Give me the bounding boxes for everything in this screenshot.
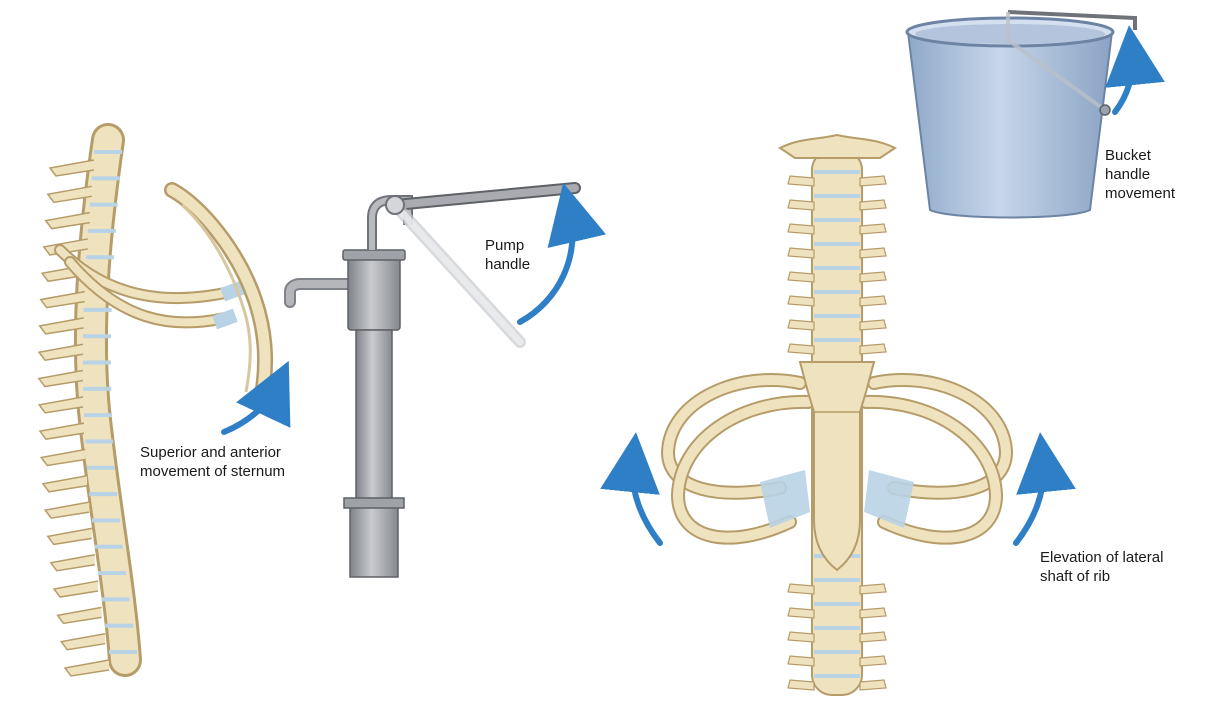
- intervertebral-disc: [814, 290, 860, 294]
- transverse-process: [788, 296, 814, 306]
- spinous-process: [43, 476, 87, 492]
- transverse-process: [860, 608, 886, 618]
- spinous-process: [65, 660, 109, 676]
- intervertebral-disc: [102, 597, 130, 601]
- intervertebral-disc: [98, 571, 126, 575]
- transverse-process: [788, 584, 814, 594]
- transverse-process: [860, 176, 886, 186]
- rib-elevation-arrow-right: [1016, 462, 1043, 543]
- water-pump: [290, 200, 408, 577]
- transverse-process: [788, 176, 814, 186]
- intervertebral-disc: [109, 650, 137, 654]
- intervertebral-disc: [94, 150, 122, 154]
- intervertebral-disc: [83, 387, 111, 391]
- pump-handle: [386, 188, 575, 342]
- transverse-process: [788, 200, 814, 210]
- spinous-process: [41, 449, 85, 465]
- intervertebral-disc: [88, 229, 116, 233]
- intervertebral-disc: [92, 176, 120, 180]
- rib-elevation-label: Elevation of lateral shaft of rib: [1040, 548, 1163, 586]
- intervertebral-disc: [83, 334, 111, 338]
- intervertebral-disc: [814, 242, 860, 246]
- spinous-process: [39, 397, 83, 413]
- intervertebral-disc: [814, 650, 860, 654]
- intervertebral-disc: [814, 218, 860, 222]
- spinous-process: [54, 581, 98, 597]
- transverse-process: [860, 632, 886, 642]
- transverse-process: [860, 584, 886, 594]
- intervertebral-disc: [84, 413, 112, 417]
- intervertebral-disc: [814, 266, 860, 270]
- intervertebral-disc: [814, 338, 860, 342]
- spinous-process: [45, 502, 89, 518]
- lateral-vertebral-column: [39, 140, 137, 676]
- transverse-process: [860, 248, 886, 258]
- intervertebral-disc: [814, 602, 860, 606]
- transverse-process: [860, 656, 886, 666]
- intervertebral-disc: [814, 674, 860, 678]
- transverse-process: [860, 296, 886, 306]
- intervertebral-disc: [85, 439, 113, 443]
- intervertebral-disc: [83, 361, 111, 365]
- intervertebral-disc: [814, 578, 860, 582]
- intervertebral-disc: [814, 194, 860, 198]
- intervertebral-disc: [90, 203, 118, 207]
- transverse-process: [860, 320, 886, 330]
- spinous-process: [61, 634, 105, 650]
- rib-elevation-arrow-left: [633, 462, 660, 543]
- transverse-process: [860, 200, 886, 210]
- intervertebral-disc: [814, 170, 860, 174]
- intervertebral-disc: [814, 314, 860, 318]
- intervertebral-disc: [86, 255, 114, 259]
- intervertebral-disc: [105, 624, 133, 628]
- intervertebral-disc: [92, 518, 120, 522]
- bucket: [907, 18, 1113, 218]
- transverse-process: [788, 320, 814, 330]
- bucket-handle-label: Bucket handle movement: [1105, 146, 1175, 203]
- transverse-process: [788, 248, 814, 258]
- intervertebral-disc: [89, 492, 117, 496]
- transverse-process: [788, 272, 814, 282]
- transverse-process: [788, 656, 814, 666]
- transverse-process: [788, 224, 814, 234]
- sternum-movement-label: Superior and anterior movement of sternu…: [140, 443, 285, 481]
- intervertebral-disc: [814, 626, 860, 630]
- spinous-process: [40, 423, 84, 439]
- intervertebral-disc: [84, 308, 112, 312]
- spinous-process: [51, 555, 95, 571]
- intervertebral-disc: [95, 545, 123, 549]
- bucket-handle-arrow: [1115, 55, 1132, 112]
- transverse-process: [788, 632, 814, 642]
- spinous-process: [48, 528, 92, 544]
- pump-handle-label: Pump handle: [485, 236, 530, 274]
- transverse-process: [860, 272, 886, 282]
- transverse-process: [788, 680, 814, 690]
- transverse-process: [788, 344, 814, 354]
- intervertebral-disc: [87, 466, 115, 470]
- spinous-process: [58, 607, 102, 623]
- transverse-process: [860, 344, 886, 354]
- transverse-process: [860, 224, 886, 234]
- transverse-process: [860, 680, 886, 690]
- transverse-process: [788, 608, 814, 618]
